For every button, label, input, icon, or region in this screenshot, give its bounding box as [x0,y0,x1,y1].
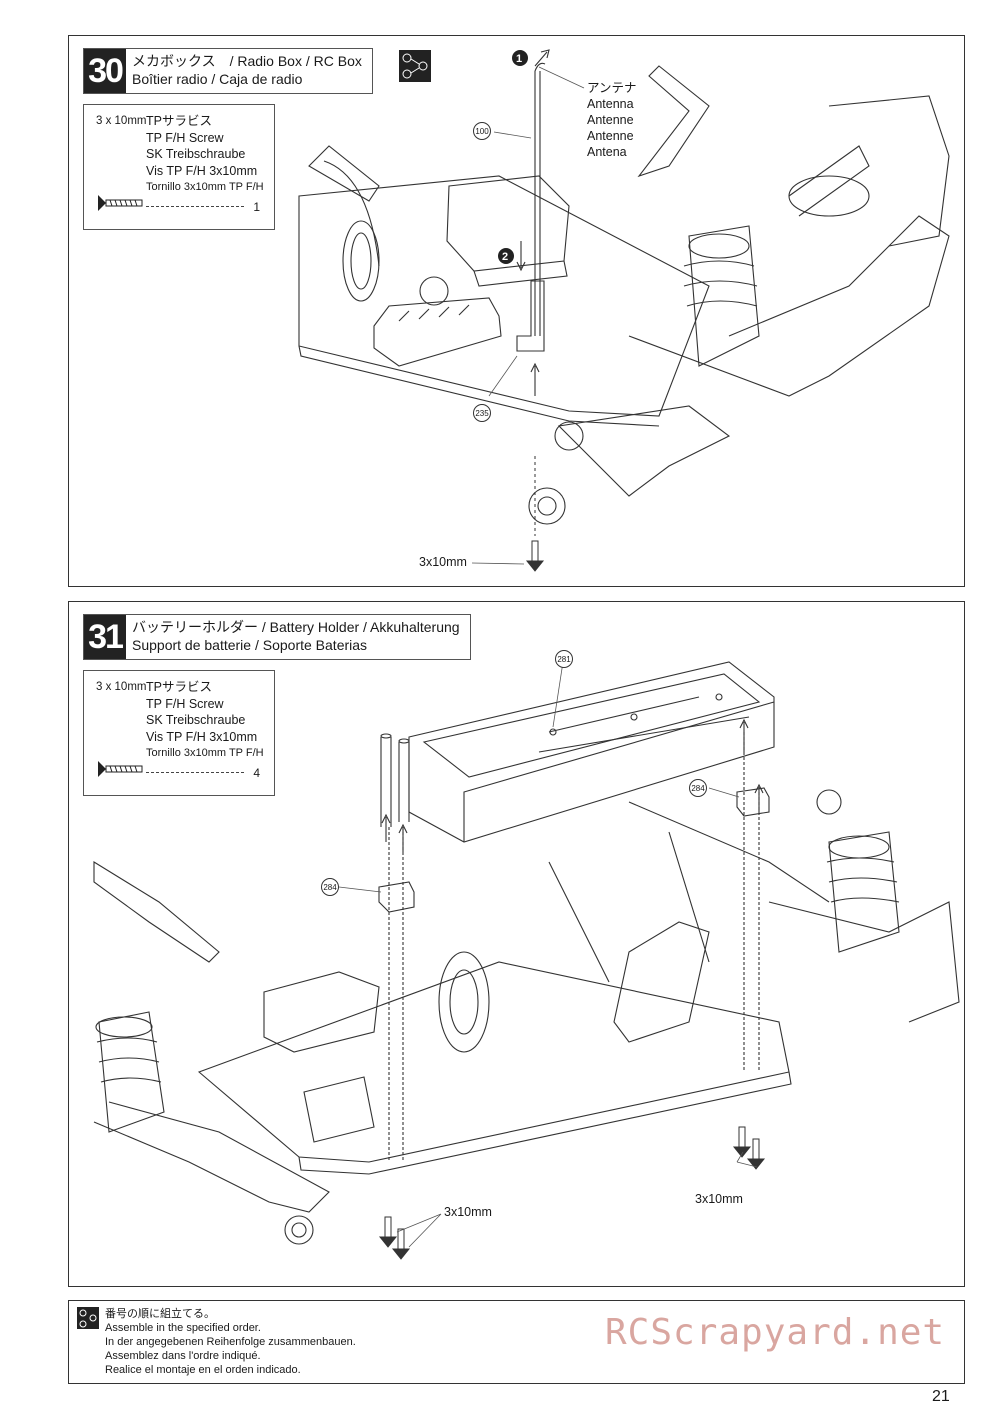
assembly-note-footer: 番号の順に組立てる。 Assemble in the specified ord… [68,1300,965,1384]
step-31-title-line2: Support de batterie / Soporte Baterias [132,637,368,653]
part-callout-235: 235 [473,404,491,422]
screw-names: TPサラビス TP F/H Screw SK Treibschraube Vis… [146,680,264,759]
part-callout-100: 100 [473,122,491,140]
screw-quantity: 4 [253,766,260,780]
flat-head-screw-icon [98,195,143,211]
step-30-screw-label: 3x10mm [419,555,467,569]
antenna-label: アンテナ Antenna Antenne Antenne Antena [587,81,637,159]
screw-size-label: 3 x 10mm [96,681,147,693]
step-31-header: 31 バッテリーホルダー / Battery Holder / Akkuhalt… [83,614,471,660]
step-30-number: 30 [84,49,126,93]
step-31-screw-label-left: 3x10mm [444,1205,492,1219]
step-31-assembly-drawing [93,661,960,1260]
step-30-header: 30 メカボックス / Radio Box / RC Box Boîtier r… [83,48,373,94]
part-callout-284-right: 284 [689,779,707,797]
flat-head-screw-icon [98,761,143,777]
step-30-title-line1: メカボックス / Radio Box / RC Box [132,53,362,69]
qty-leader [146,206,244,207]
screw-quantity: 1 [253,200,260,214]
screw-names: TPサラビス TP F/H Screw SK Treibschraube Vis… [146,114,264,193]
step-31-number: 31 [84,615,126,659]
part-callout-281: 281 [555,650,573,668]
page-number: 21 [932,1388,950,1405]
step-30-panel: 30 メカボックス / Radio Box / RC Box Boîtier r… [68,35,965,587]
part-callout-284-left: 284 [321,878,339,896]
step-30-titles: メカボックス / Radio Box / RC Box Boîtier radi… [126,49,372,93]
assembly-order-icon [399,50,431,82]
step-30-assembly-drawing: 1 2 [298,49,950,572]
step-31-titles: バッテリーホルダー / Battery Holder / Akkuhalteru… [126,615,470,659]
step-31-title-line1: バッテリーホルダー / Battery Holder / Akkuhalteru… [132,619,460,635]
screw-size-label: 3 x 10mm [96,115,147,127]
step-31-panel: 31 バッテリーホルダー / Battery Holder / Akkuhalt… [68,601,965,1287]
seq-mark-1: 1 [516,53,522,65]
step-31-screw-label-right: 3x10mm [695,1192,743,1206]
watermark: RCScrapyard.net [605,1312,946,1353]
step-31-parts-box: 3 x 10mm TPサラビス TP F/H Screw SK Treibsch… [83,670,275,796]
seq-mark-2: 2 [502,251,508,263]
step-30-title-line2: Boîtier radio / Caja de radio [132,71,303,87]
assembly-note-text: 番号の順に組立てる。 Assemble in the specified ord… [105,1308,356,1376]
assembly-order-icon [77,1307,99,1329]
step-30-parts-box: 3 x 10mm TPサラビス TP F/H Screw SK Treibsch… [83,104,275,230]
qty-leader [146,772,244,773]
